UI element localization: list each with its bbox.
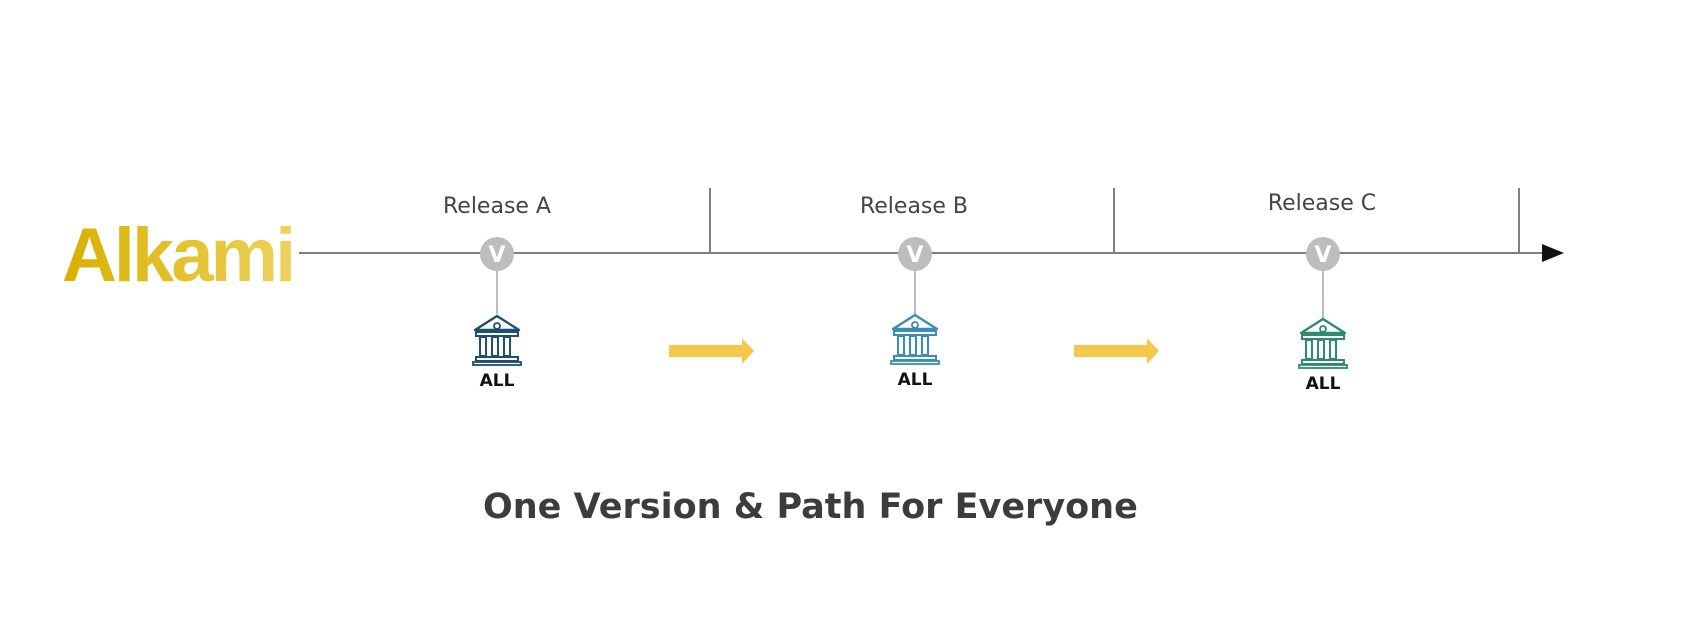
scope-label: ALL: [480, 371, 515, 391]
bank-icon: [889, 313, 941, 366]
caption-title: One Version & Path For Everyone: [483, 487, 1138, 527]
release-c: Release C V ALL: [1268, 191, 1376, 394]
bank-icon: [471, 314, 523, 367]
version-badge-letter: V: [1314, 243, 1331, 268]
version-badge-letter: V: [488, 243, 505, 268]
scope-label: ALL: [898, 370, 933, 390]
scope-label: ALL: [1306, 374, 1341, 394]
alkami-logo: Alkami: [62, 213, 293, 298]
release-label: Release B: [860, 194, 968, 219]
transition-arrow-icon: [669, 338, 754, 364]
release-label: Release A: [443, 194, 551, 219]
timeline-arrowhead: [1542, 244, 1564, 262]
version-badge: [898, 237, 932, 271]
release-b: Release B V ALL: [860, 194, 968, 390]
version-badge: [1306, 237, 1340, 271]
bank-icon: [1297, 317, 1349, 370]
release-label: Release C: [1268, 191, 1376, 216]
version-badge: [480, 237, 514, 271]
transition-arrow-icon: [1074, 338, 1159, 364]
release-a: Release A V ALL: [443, 194, 551, 391]
version-badge-letter: V: [906, 243, 923, 268]
